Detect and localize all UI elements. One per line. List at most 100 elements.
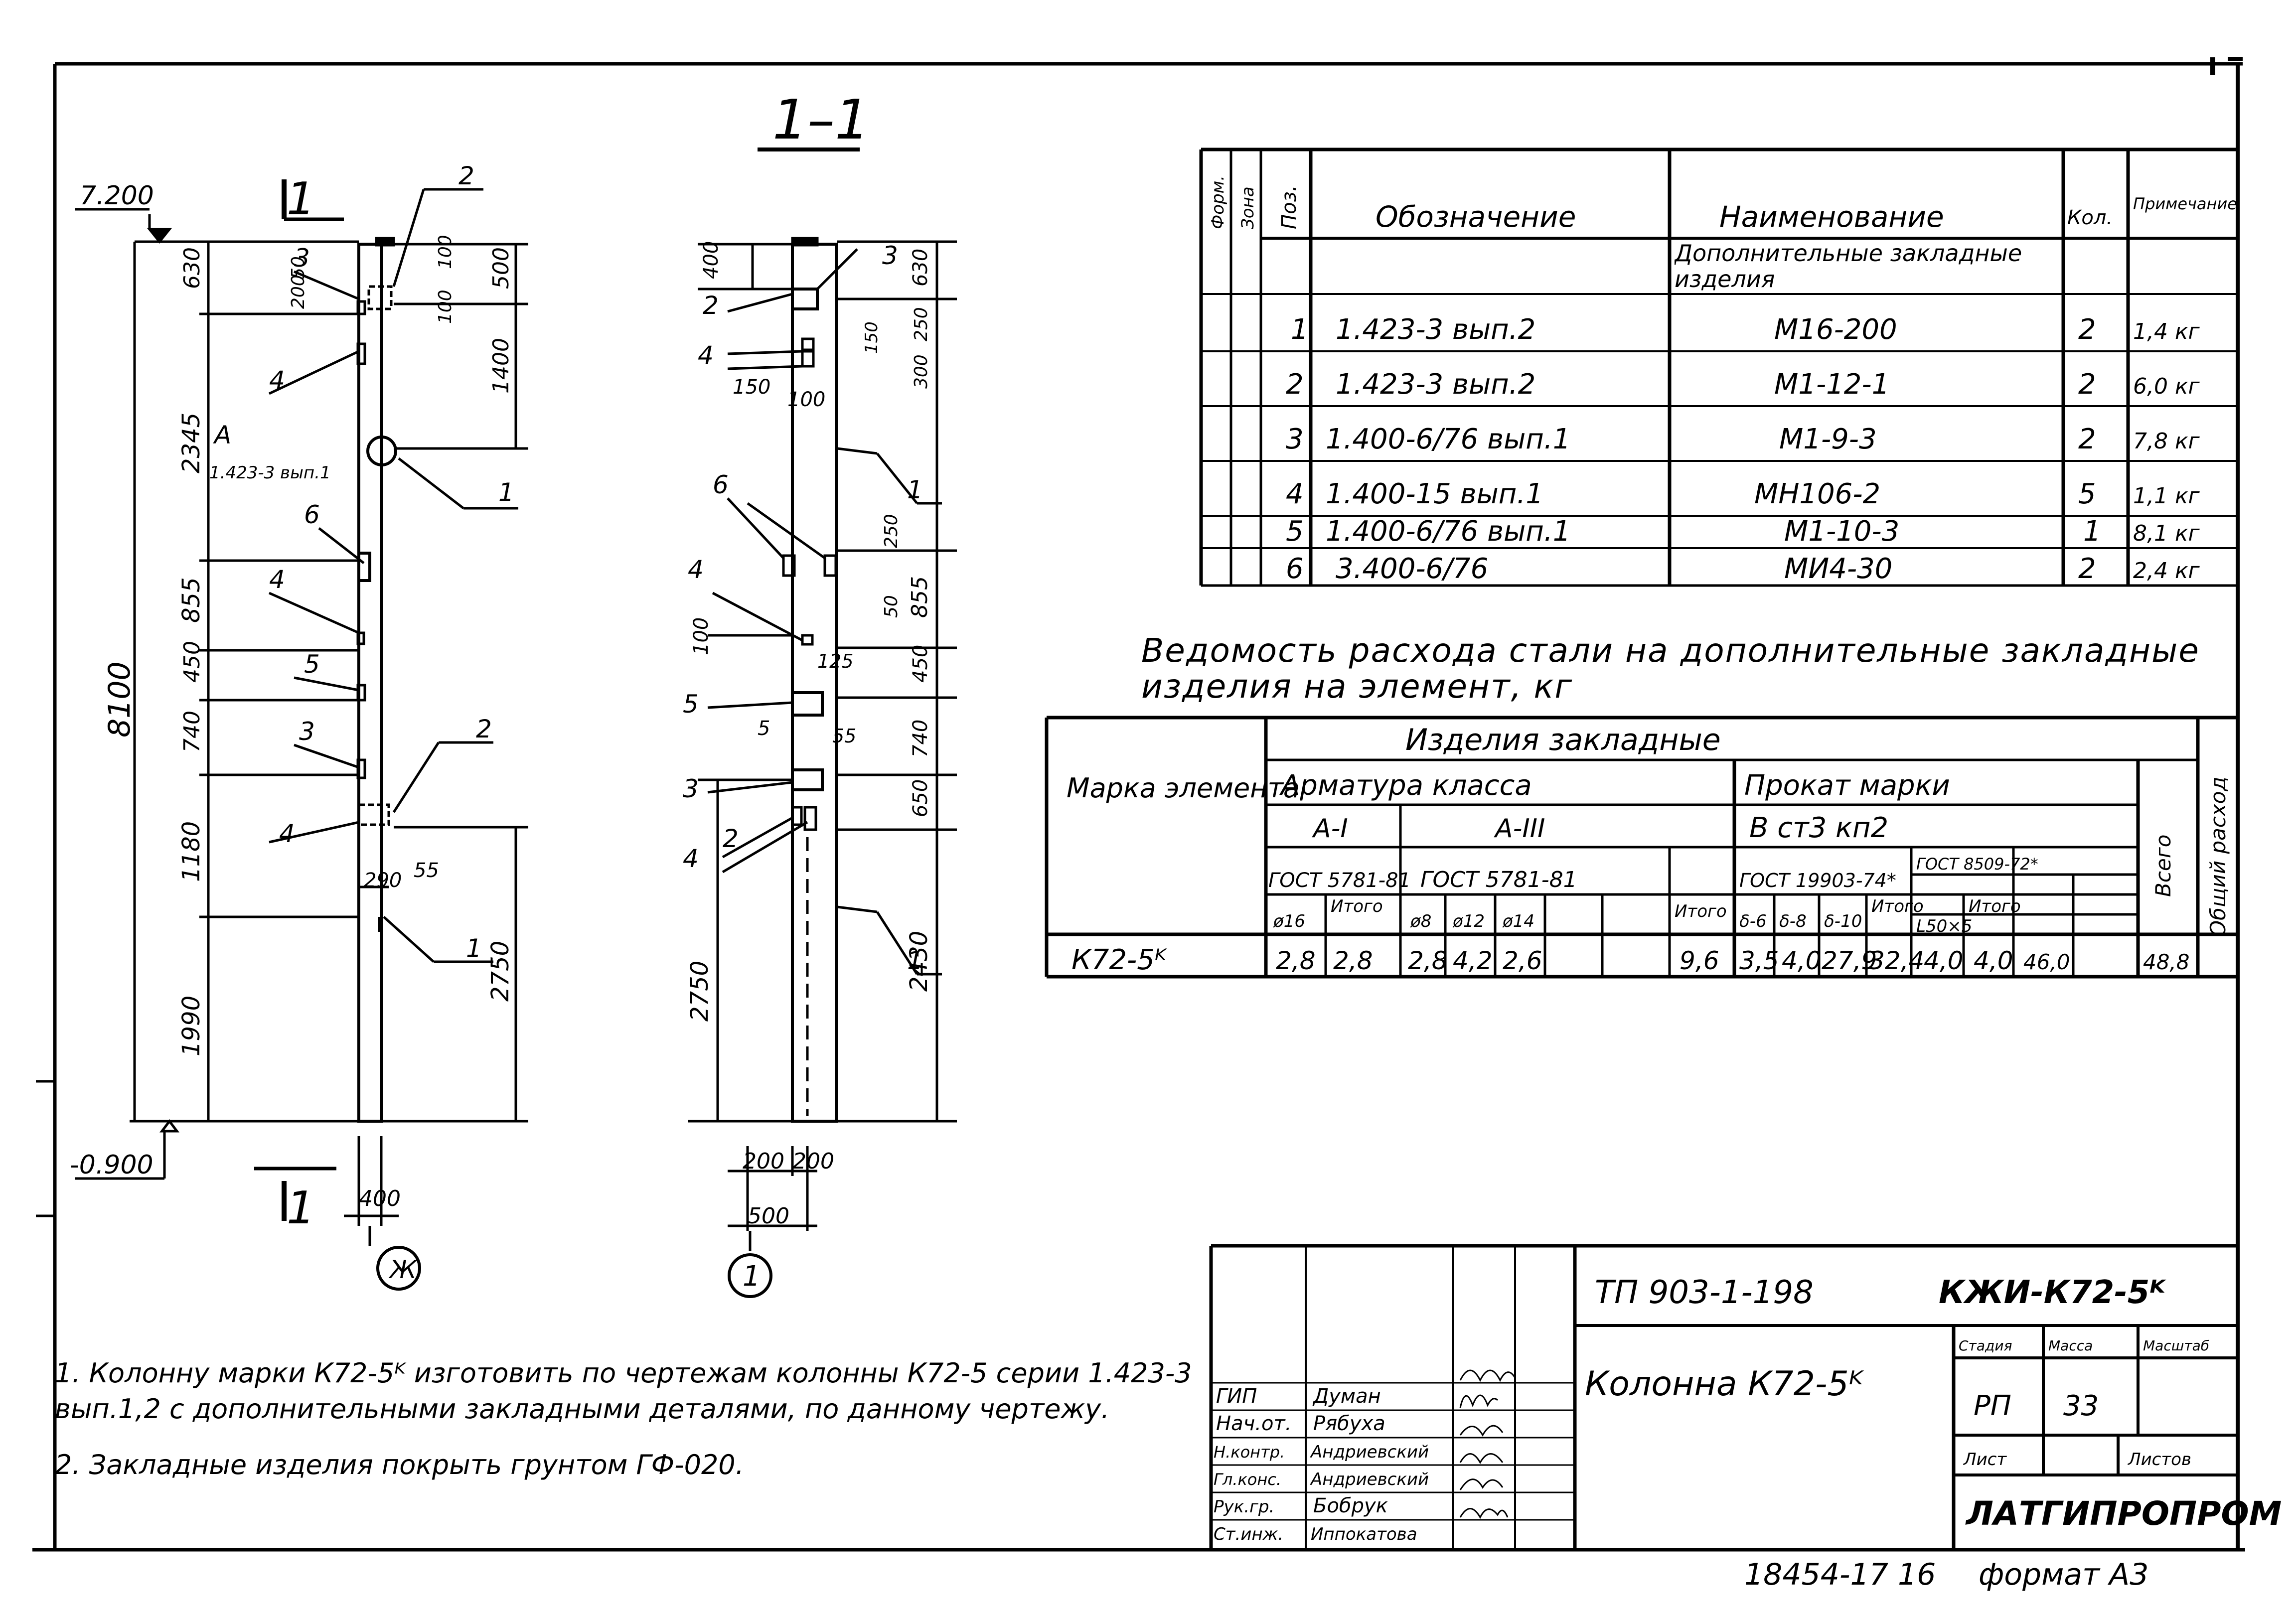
steel-grade: В ст3 кп2	[1749, 812, 1888, 844]
staff-role: Ст.инж.	[1214, 1524, 1283, 1544]
dim-right-1: 500	[488, 247, 514, 289]
dim-small-3: 100	[435, 290, 456, 324]
rdim-left-3: 2750	[686, 961, 714, 1022]
rdim-55: 55	[832, 725, 856, 747]
rdim-125: 125	[817, 650, 854, 672]
mass-header: Масса	[2048, 1337, 2093, 1354]
sheets-label: Листов	[2127, 1450, 2191, 1470]
steel-subheader: δ-8	[1779, 911, 1807, 931]
callout-4-top: 4	[269, 366, 285, 395]
steel-value: 4,2	[1453, 946, 1493, 975]
column-right-labels: 400 100 2750 630 250 300 150 250 855 50 …	[683, 241, 933, 1293]
steel-rolled-header: Прокат марки	[1744, 769, 1950, 802]
rdim-right-10: 650	[909, 779, 932, 817]
dim-left-7: 1990	[177, 996, 205, 1056]
stage-value: РП	[1974, 1390, 2011, 1422]
callout-4-bottom: 4	[279, 819, 295, 848]
spec-row-qty: 2	[2078, 313, 2096, 346]
spec-row-qty: 2	[2078, 553, 2096, 585]
dim-left-2: 2345	[177, 413, 205, 473]
spec-row-qty: 2	[2078, 368, 2096, 401]
dim-total-height: 8100	[102, 661, 137, 737]
steel-table-title: Ведомость расхода стали на дополнительны…	[1141, 633, 2200, 706]
steel-value-total: 46,0	[2023, 950, 2070, 974]
rdim-left-2: 100	[690, 617, 713, 655]
spec-row-qty: 1	[2083, 515, 2101, 548]
sheet-format: формат А3	[1979, 1557, 2148, 1592]
steel-value: 4,0	[1974, 946, 2013, 975]
rdim-right-7: 50	[881, 595, 902, 618]
section-cut-bottom: 1	[287, 1182, 315, 1234]
dim-width: 400	[359, 1186, 401, 1211]
spec-row-note: 7,8 кг	[2133, 429, 2200, 454]
column-right	[688, 237, 957, 1298]
steel-value: 2,8	[1276, 946, 1316, 975]
axis-mark-left: Ж	[388, 1255, 418, 1284]
steel-subheader: L50×5	[1916, 916, 1972, 936]
steel-subheader: ø14	[1502, 911, 1534, 931]
spec-table-text: Форм. Зона Поз. Обозначение Наименование…	[1208, 175, 2237, 585]
spec-row-designation: 1.423-3 вып.2	[1336, 368, 1535, 401]
spec-header-format: Форм.	[1208, 175, 1228, 229]
steel-value: 32,4	[1869, 946, 1924, 975]
callout-1-top: 1	[498, 478, 514, 507]
elevation-bottom: -0.900	[70, 1150, 153, 1180]
steel-class-a3: А-III	[1494, 814, 1545, 844]
callout-5: 5	[304, 650, 320, 679]
title-block	[1209, 1244, 2238, 1550]
steel-value: 2,8	[1408, 946, 1448, 975]
callout-3-bottom: 3	[299, 717, 315, 746]
dim-left-1: 630	[179, 247, 205, 289]
inventory-number: 18454-17 16	[1744, 1557, 1936, 1592]
rcallout-1-bottom: 1	[907, 946, 923, 975]
dim-small-55: 55	[414, 859, 439, 882]
rcallout-6: 6	[713, 470, 729, 499]
rdim-right-11: 2430	[905, 931, 933, 992]
steel-subheader: ø12	[1452, 911, 1485, 931]
rcallout-4-bottom: 4	[683, 844, 699, 873]
steel-subheader: δ-10	[1824, 911, 1862, 931]
spec-row-name: М16-200	[1774, 313, 1897, 346]
steel-gost-rolled2: ГОСТ 8509-72*	[1916, 855, 2038, 874]
rdim-width-2: 200	[792, 1149, 834, 1174]
column-left-labels: 7.200 -0.900 1 1 8100 630 2345 855 450 7…	[70, 161, 514, 1284]
column-right-body	[791, 243, 838, 1123]
spec-row-designation: 1.423-3 вып.2	[1336, 313, 1535, 346]
dim-right-3: 2750	[486, 941, 514, 1002]
rdim-5: 5	[758, 717, 770, 740]
rcallout-4-mid: 4	[688, 555, 704, 584]
spec-header-pos: Поз.	[1278, 185, 1301, 229]
steel-total-header: Всего	[2151, 834, 2175, 897]
staff-role: ГИП	[1216, 1385, 1257, 1408]
staff-role: Нач.от.	[1216, 1412, 1291, 1435]
callout-2-bottom: 2	[476, 715, 492, 743]
signatures	[1459, 1369, 1516, 1519]
rdim-width-1: 200	[743, 1149, 784, 1174]
rdim-right-8: 450	[909, 645, 932, 683]
rdim-right-5: 250	[881, 514, 902, 548]
spec-row-designation: 1.400-15 вып.1	[1326, 478, 1543, 510]
spec-group-title: Дополнительные закладные изделия	[1675, 240, 2022, 293]
spec-row-note: 1,4 кг	[2133, 319, 2200, 344]
staff-role: Н.контр.	[1214, 1443, 1285, 1462]
embed-2-top	[367, 285, 393, 310]
node-label: А	[213, 421, 231, 449]
steel-value: 2,6	[1503, 946, 1542, 975]
dim-left-6: 1180	[177, 821, 205, 882]
notes: 1. Колонну марки К72-5ᴷ изготовить по че…	[55, 1355, 1216, 1483]
title-block-text: ТП 903-1-198 КЖИ-К72-5ᴷ Колонна К72-5ᴷ С…	[1214, 1274, 2282, 1544]
spec-row-name: МН106-2	[1754, 478, 1880, 510]
staff-name: Думан	[1312, 1385, 1381, 1408]
staff-name: Бобрук	[1313, 1494, 1388, 1517]
spec-row-designation: 3.400-6/76	[1336, 553, 1488, 585]
spec-row-note: 8,1 кг	[2133, 521, 2200, 546]
steel-value: 9,6	[1680, 946, 1719, 975]
staff-role: Гл.конс.	[1214, 1470, 1281, 1489]
axis-mark-right: 1	[743, 1260, 761, 1293]
spec-header-name: Наименование	[1719, 200, 1944, 234]
staff-name: Иппокатова	[1311, 1524, 1417, 1544]
rdim-width-3: 500	[748, 1203, 789, 1229]
rdim-right-9: 740	[909, 720, 932, 757]
steel-subheader: Итого	[1871, 896, 1924, 916]
